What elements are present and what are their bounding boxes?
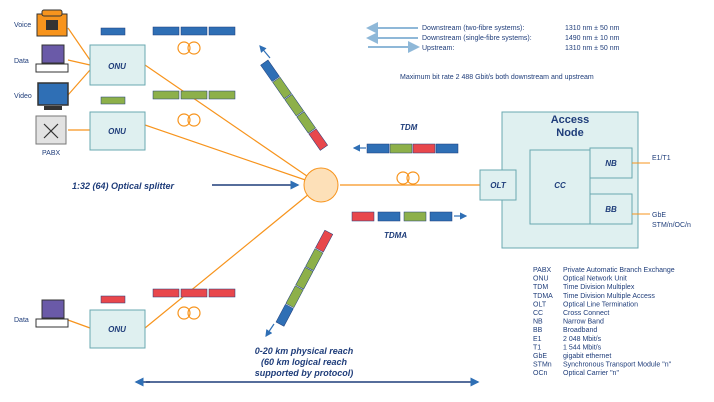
legend: PABX Private Automatic Branch ExchangeONU… bbox=[533, 267, 675, 377]
reach-line-3: supported by protocol) bbox=[255, 368, 354, 378]
svg-text:ONU: ONU bbox=[108, 62, 126, 71]
device-label-pabx: PABX bbox=[42, 150, 60, 157]
legend-abbr: TDM bbox=[533, 284, 548, 291]
arrow-up-top bbox=[259, 45, 271, 59]
legend-desc: Optical Line Termination bbox=[563, 301, 638, 308]
legend-desc: Broadband bbox=[563, 327, 597, 334]
legend-desc: Time Division Multiple Access bbox=[563, 293, 655, 300]
legend-abbr: OCn bbox=[533, 370, 548, 377]
bb-box bbox=[589, 193, 633, 225]
legend-abbr: NB bbox=[533, 319, 543, 326]
wavelength-value-1: 1310 nm ± 50 nm bbox=[565, 25, 620, 32]
legend-abbr: BB bbox=[533, 327, 543, 334]
device-label-voice: Voice bbox=[14, 22, 31, 29]
cc-label: CC bbox=[554, 181, 566, 190]
legend-abbr: STMn bbox=[533, 362, 552, 369]
pabx-icon bbox=[35, 115, 67, 145]
packet-strip-1 bbox=[152, 26, 236, 36]
reach-line-1: 0-20 km physical reach bbox=[255, 346, 354, 356]
legend-desc: Narrow Band bbox=[563, 319, 604, 326]
legend-desc: Optical Network Unit bbox=[563, 276, 627, 283]
legend-abbr: ONU bbox=[533, 276, 549, 283]
svg-text:ONU: ONU bbox=[108, 127, 126, 136]
device-label-video: Video bbox=[14, 93, 32, 100]
packet-green bbox=[100, 96, 126, 105]
nb-label: NB bbox=[605, 159, 617, 168]
olt-label: OLT bbox=[490, 181, 507, 190]
nb-box bbox=[589, 147, 633, 179]
packet-blue bbox=[100, 27, 126, 36]
svg-text:ONU: ONU bbox=[108, 325, 126, 334]
cc-box bbox=[529, 149, 591, 225]
onu-box-3: ONU bbox=[89, 309, 146, 349]
upstream-chain-top bbox=[260, 59, 329, 151]
wavelength-value-2: 1490 nm ± 10 nm bbox=[565, 35, 620, 42]
computer-icon bbox=[35, 44, 69, 73]
tdm-label: TDM bbox=[400, 123, 418, 132]
legend-desc: Optical Carrier "n" bbox=[563, 370, 619, 377]
legend-desc: Private Automatic Branch Exchange bbox=[563, 267, 675, 274]
fiber-coil-2 bbox=[177, 113, 201, 127]
wavelength-arrows bbox=[366, 22, 420, 53]
packet-strip-3 bbox=[152, 288, 236, 298]
legend-desc: Synchronous Transport Module "n" bbox=[563, 362, 672, 369]
legend-abbr: PABX bbox=[533, 267, 551, 274]
tdma-packets bbox=[351, 211, 453, 222]
packet-red bbox=[100, 295, 126, 304]
legend-abbr: GbE bbox=[533, 353, 547, 360]
legend-desc: Time Division Multiplex bbox=[563, 284, 635, 291]
legend-desc: 1 544 Mbit/s bbox=[563, 344, 602, 351]
olt-box bbox=[479, 169, 517, 201]
tdm-packets bbox=[366, 143, 459, 154]
phone-icon bbox=[36, 9, 68, 37]
fiber-lines bbox=[67, 27, 480, 329]
access-node-title-1: Access bbox=[551, 114, 590, 126]
packet-strip-2 bbox=[152, 90, 236, 100]
legend-desc: 2 048 Mbit/s bbox=[563, 336, 602, 343]
fiber-coil-1 bbox=[177, 41, 201, 55]
fiber-coil-3 bbox=[177, 306, 201, 320]
legend-abbr: E1 bbox=[533, 336, 542, 343]
device-label-data-bottom: Data bbox=[14, 317, 29, 324]
wavelength-label-1: Downstream (two-fibre systems): bbox=[422, 25, 524, 32]
reach-line-2: (60 km logical reach bbox=[261, 357, 348, 367]
legend-abbr: T1 bbox=[533, 344, 541, 351]
nb-out-label: E1/T1 bbox=[652, 155, 671, 162]
legend-abbr: CC bbox=[533, 310, 543, 317]
bb-out-label-2: STM/n/OC/n bbox=[652, 222, 691, 229]
tdma-label: TDMA bbox=[384, 231, 407, 240]
optical-splitter bbox=[303, 167, 339, 203]
legend-desc: Cross Connect bbox=[563, 310, 609, 317]
tv-icon bbox=[37, 82, 69, 110]
upstream-chain-bottom bbox=[275, 229, 334, 327]
onu-box-2: ONU bbox=[89, 111, 146, 151]
device-label-data-top: Data bbox=[14, 58, 29, 65]
wavelength-label-2: Downstream (single-fibre systems): bbox=[422, 35, 532, 42]
computer-icon-bottom bbox=[35, 299, 69, 328]
bb-label: BB bbox=[605, 205, 617, 214]
onu-box-1: ONU bbox=[89, 44, 146, 86]
legend-abbr: TDMA bbox=[533, 293, 553, 300]
wavelength-label-3: Upstream: bbox=[422, 45, 454, 52]
bb-out-label-1: GbE bbox=[652, 212, 666, 219]
access-node: Access Node CC OLT NB BB bbox=[479, 111, 639, 249]
arrow-down-bottom bbox=[265, 323, 275, 337]
access-node-title-2: Node bbox=[556, 127, 584, 139]
wavelength-value-3: 1310 nm ± 50 nm bbox=[565, 45, 620, 52]
fiber-coil-4 bbox=[396, 171, 420, 185]
splitter-label: 1:32 (64) Optical splitter bbox=[72, 181, 175, 191]
legend-desc: gigabit ethernet bbox=[563, 353, 611, 360]
legend-abbr: OLT bbox=[533, 301, 547, 308]
bitrate-note: Maximum bit rate 2 488 Gbit/s both downs… bbox=[400, 74, 594, 81]
